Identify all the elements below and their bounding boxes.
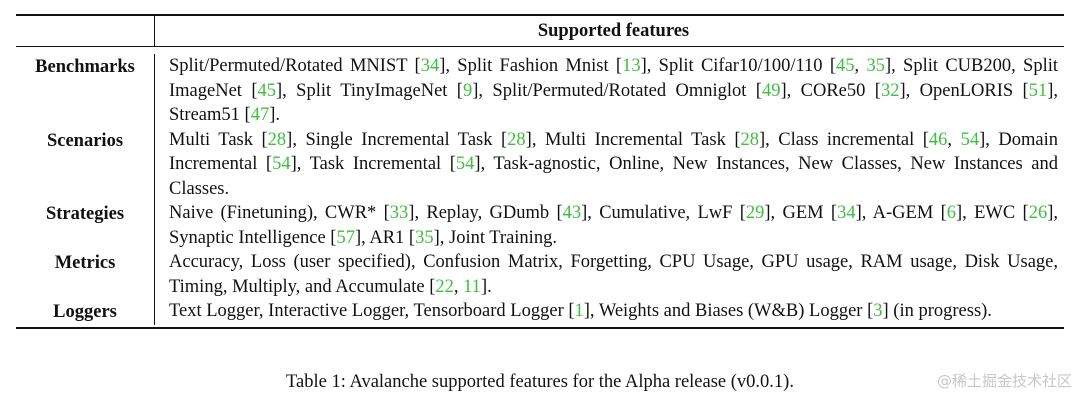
feature-text: , bbox=[947, 129, 961, 150]
citation-ref: 54 bbox=[960, 129, 980, 150]
citation-ref: 1 bbox=[574, 301, 584, 321]
table-row: Metrics Accuracy, Loss (user specified), … bbox=[16, 250, 1064, 299]
feature-text: ], A-GEM [ bbox=[855, 203, 947, 223]
feature-text: Text Logger, Interactive Logger, Tensorb… bbox=[169, 301, 575, 321]
feature-text: ], Split Fashion Mnist [ bbox=[439, 56, 623, 76]
feature-text: ]. bbox=[269, 105, 280, 125]
citation-ref: 49 bbox=[761, 80, 781, 101]
citation-ref: 13 bbox=[622, 56, 641, 76]
citation-ref: 33 bbox=[389, 203, 409, 223]
table-row: Loggers Text Logger, Interactive Logger, … bbox=[16, 299, 1064, 325]
feature-text: ], CORe50 [ bbox=[780, 80, 881, 101]
citation-ref: 28 bbox=[507, 129, 526, 150]
feature-text: ] (in progress). bbox=[882, 301, 992, 321]
citation-ref: 26 bbox=[1028, 203, 1048, 223]
header-empty-cell bbox=[16, 16, 155, 47]
feature-text: ], EWC [ bbox=[956, 203, 1029, 223]
feature-text: ], Single Incremental Task [ bbox=[286, 129, 508, 150]
citation-ref: 51 bbox=[1028, 80, 1048, 101]
citation-ref: 54 bbox=[455, 154, 475, 174]
feature-text: ], Replay, GDumb [ bbox=[408, 203, 563, 223]
table-header: Supported features bbox=[537, 21, 690, 41]
feature-text: ]. bbox=[480, 276, 492, 297]
table-top-rule bbox=[16, 14, 1064, 16]
citation-ref: 54 bbox=[272, 154, 291, 174]
row-features: Accuracy, Loss (user specified), Confusi… bbox=[155, 250, 1064, 299]
watermark: @稀土掘金技术社区 bbox=[936, 372, 1072, 390]
feature-text: Naive (Finetuning), CWR* [ bbox=[169, 203, 390, 223]
feature-text: ], Class incremental [ bbox=[759, 129, 929, 150]
feature-text: , bbox=[854, 56, 867, 76]
feature-text: ], Split/Permuted/Rotated Omniglot [ bbox=[472, 80, 762, 101]
citation-ref: 3 bbox=[873, 301, 883, 321]
feature-text: ], Split Cifar10/100/110 [ bbox=[640, 56, 837, 76]
citation-ref: 46 bbox=[928, 129, 948, 150]
citation-ref: 29 bbox=[745, 203, 765, 223]
citation-ref: 45 bbox=[257, 80, 277, 101]
row-category: Benchmarks bbox=[16, 54, 155, 128]
citation-ref: 28 bbox=[740, 129, 760, 150]
feature-text: ], GEM [ bbox=[764, 203, 838, 223]
feature-text: ], Multi Incremental Task [ bbox=[525, 129, 741, 150]
citation-ref: 9 bbox=[462, 80, 473, 101]
citation-ref: 11 bbox=[463, 276, 481, 297]
row-category: Metrics bbox=[16, 250, 155, 299]
citation-ref: 34 bbox=[837, 203, 856, 223]
feature-text: ], Task-agnostic, Online, New Instances,… bbox=[169, 154, 1058, 199]
citation-ref: 45 bbox=[836, 56, 855, 76]
citation-ref: 47 bbox=[250, 105, 270, 125]
feature-text: ], Task Incremental [ bbox=[290, 154, 456, 174]
feature-text: Accuracy, Loss (user specified), Confusi… bbox=[169, 252, 1058, 297]
citation-ref: 32 bbox=[880, 80, 900, 101]
citation-ref: 35 bbox=[415, 227, 434, 248]
feature-text: ], Synaptic Intelligence [ bbox=[169, 203, 1058, 248]
row-features: Split/Permuted/Rotated MNIST [34], Split… bbox=[155, 54, 1064, 128]
row-category: Strategies bbox=[16, 201, 155, 250]
feature-text: Multi Task [ bbox=[169, 129, 268, 150]
row-features: Multi Task [28], Single Incremental Task… bbox=[155, 128, 1064, 202]
feature-text: ], Domain Incremental [ bbox=[169, 129, 1058, 175]
table-header-rule bbox=[16, 46, 1064, 47]
row-category: Loggers bbox=[16, 299, 155, 325]
feature-text: ], Split CUB200, Split ImageNet [ bbox=[169, 56, 1059, 101]
citation-ref: 35 bbox=[866, 56, 885, 76]
feature-text: ], OpenLORIS [ bbox=[899, 80, 1029, 101]
feature-text: ], Weights and Biases (W&B) Logger [ bbox=[583, 301, 874, 321]
feature-text: , bbox=[453, 276, 464, 297]
row-features: Naive (Finetuning), CWR* [33], Replay, G… bbox=[155, 201, 1064, 250]
citation-ref: 28 bbox=[267, 129, 287, 150]
citation-ref: 22 bbox=[435, 276, 454, 297]
citation-ref: 57 bbox=[336, 227, 355, 248]
table-header-row: Supported features bbox=[16, 16, 1064, 47]
feature-text: Split/Permuted/Rotated MNIST [ bbox=[169, 56, 421, 76]
feature-text: ], Joint Training. bbox=[433, 227, 557, 248]
row-features: Text Logger, Interactive Logger, Tensorb… bbox=[155, 299, 1064, 325]
table-caption: Table 1: Avalanche supported features fo… bbox=[286, 372, 794, 392]
row-category: Scenarios bbox=[16, 127, 155, 201]
table-bottom-rule bbox=[16, 326, 1064, 329]
feature-text: ], AR1 [ bbox=[354, 227, 416, 248]
feature-text: ], Stream51 [ bbox=[169, 80, 1059, 126]
citation-ref: 34 bbox=[420, 56, 440, 76]
citation-ref: 43 bbox=[562, 203, 582, 223]
feature-text: ], Split TinyImageNet [ bbox=[276, 80, 463, 101]
citation-ref: 6 bbox=[946, 203, 957, 223]
feature-text: ], Cumulative, LwF [ bbox=[581, 203, 746, 223]
